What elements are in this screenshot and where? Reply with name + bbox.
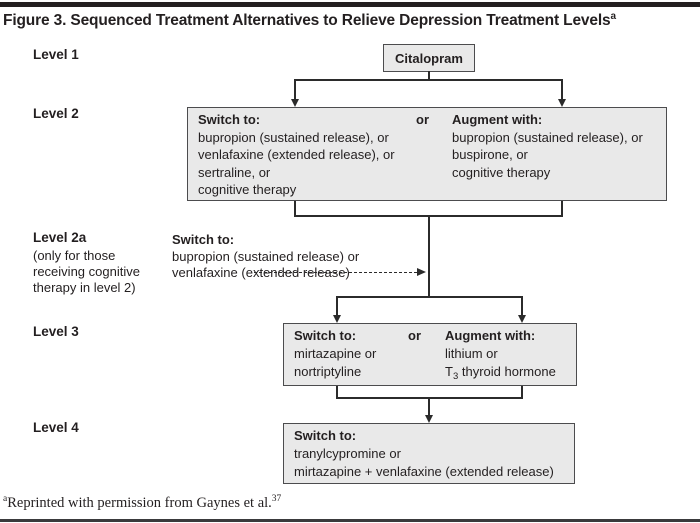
footnote-text: Reprinted with permission from Gaynes et… <box>7 494 272 511</box>
figure-title: Figure 3. Sequenced Treatment Alternativ… <box>3 11 616 30</box>
connector-l1-right-drop <box>561 80 563 99</box>
figure-title-superscript: a <box>610 11 617 22</box>
level2-augment-heading: Augment with: <box>452 112 543 127</box>
level2a-label: Level 2a <box>33 230 87 245</box>
level3-augment-column: Augment with: lithium or T3 thyroid horm… <box>445 327 556 386</box>
level2a-note-line: receiving cognitive <box>33 264 140 279</box>
level4-switch-item: mirtazapine + venlafaxine (extended rele… <box>294 464 554 479</box>
connector-l2-right-drop <box>561 201 563 216</box>
level2a-note-line: (only for those <box>33 248 116 263</box>
level2a-note-line: therapy in level 2) <box>33 280 136 295</box>
level2-label: Level 2 <box>33 106 79 121</box>
connector-l4-central-stem <box>428 398 430 415</box>
footnote-reference-number: 37 <box>271 494 282 504</box>
level2a-dashed-line <box>254 272 417 273</box>
figure-title-text: Figure 3. Sequenced Treatment Alternativ… <box>3 12 611 30</box>
level4-switch-column: Switch to: tranylcypromine or mirtazapin… <box>294 427 554 481</box>
arrowhead-into-level2-left <box>290 99 299 107</box>
level3-or-label: or <box>408 328 421 343</box>
arrowhead-into-level3-right <box>517 315 526 323</box>
level2a-switch-item: venlafaxine (extended release) <box>172 265 350 280</box>
level2-box: Switch to: bupropion (sustained release)… <box>187 107 667 201</box>
level3-box: Switch to: mirtazapine or nortriptyline … <box>283 323 577 386</box>
arrowhead-into-level3-left <box>332 315 341 323</box>
level2-augment-column: Augment with: bupropion (sustained relea… <box>452 111 643 181</box>
t3-prefix: T <box>445 364 453 379</box>
level2-switch-column: Switch to: bupropion (sustained release)… <box>198 111 395 199</box>
level4-label: Level 4 <box>33 420 79 435</box>
connector-l1-stem <box>428 71 430 80</box>
level3-augment-item-t3: T3 thyroid hormone <box>445 363 556 386</box>
level2-augment-item: cognitive therapy <box>452 164 551 180</box>
level4-switch-heading: Switch to: <box>294 428 357 443</box>
connector-l3-right-drop <box>521 297 523 315</box>
arrowhead-into-level4 <box>424 415 433 423</box>
connector-l3-horizontal <box>336 296 523 298</box>
footnote-superscript-a: a <box>3 494 8 504</box>
level4-box: Switch to: tranylcypromine or mirtazapin… <box>283 423 575 484</box>
connector-l4-right-drop <box>521 386 523 398</box>
level3-augment-item: lithium or <box>445 346 498 361</box>
arrowhead-into-level2-right <box>557 99 566 107</box>
level4-switch-item: tranylcypromine or <box>294 446 401 461</box>
connector-l1-left-drop <box>294 80 296 99</box>
t3-suffix: thyroid hormone <box>458 364 556 379</box>
connector-l4-horizontal <box>336 397 523 399</box>
level1-label: Level 1 <box>33 47 79 62</box>
level2a-dashed-arrowhead <box>417 268 426 276</box>
connector-l2-horizontal <box>294 215 563 217</box>
level2a-switch-item: bupropion (sustained release) or <box>172 249 360 264</box>
bottom-rule <box>0 519 700 522</box>
level2-augment-item: bupropion (sustained release), or <box>452 129 643 145</box>
level2a-switch-column: Switch to: bupropion (sustained release)… <box>172 231 359 281</box>
level3-switch-item: nortriptyline <box>294 364 362 379</box>
level2-switch-item: cognitive therapy <box>198 182 297 197</box>
level2-switch-item: sertraline, or <box>198 164 271 180</box>
level2-or-label: or <box>416 112 429 127</box>
footnote: aReprinted with permission from Gaynes e… <box>3 494 281 512</box>
level3-switch-heading: Switch to: <box>294 328 357 343</box>
level2-augment-item: buspirone, or <box>452 147 528 162</box>
level2-switch-item: venlafaxine (extended release), or <box>198 147 395 162</box>
level3-switch-item: mirtazapine or <box>294 346 377 361</box>
level2a-note: (only for those receiving cognitive ther… <box>33 248 140 296</box>
level3-switch-column: Switch to: mirtazapine or nortriptyline <box>294 327 376 381</box>
t3-subscript: 3 <box>452 371 459 382</box>
connector-l1-horizontal <box>294 79 563 81</box>
level2-switch-item: bupropion (sustained release), or <box>198 129 389 145</box>
level3-augment-heading: Augment with: <box>445 328 536 343</box>
level3-label: Level 3 <box>33 324 79 339</box>
top-rule <box>0 2 700 7</box>
connector-l2-central-stem <box>428 216 430 298</box>
level2a-switch-heading: Switch to: <box>172 232 235 247</box>
connector-l4-left-drop <box>336 386 338 398</box>
connector-l3-left-drop <box>336 297 338 315</box>
connector-l2-left-drop <box>294 201 296 216</box>
citalopram-box: Citalopram <box>383 44 475 72</box>
level2-switch-heading: Switch to: <box>198 112 261 127</box>
